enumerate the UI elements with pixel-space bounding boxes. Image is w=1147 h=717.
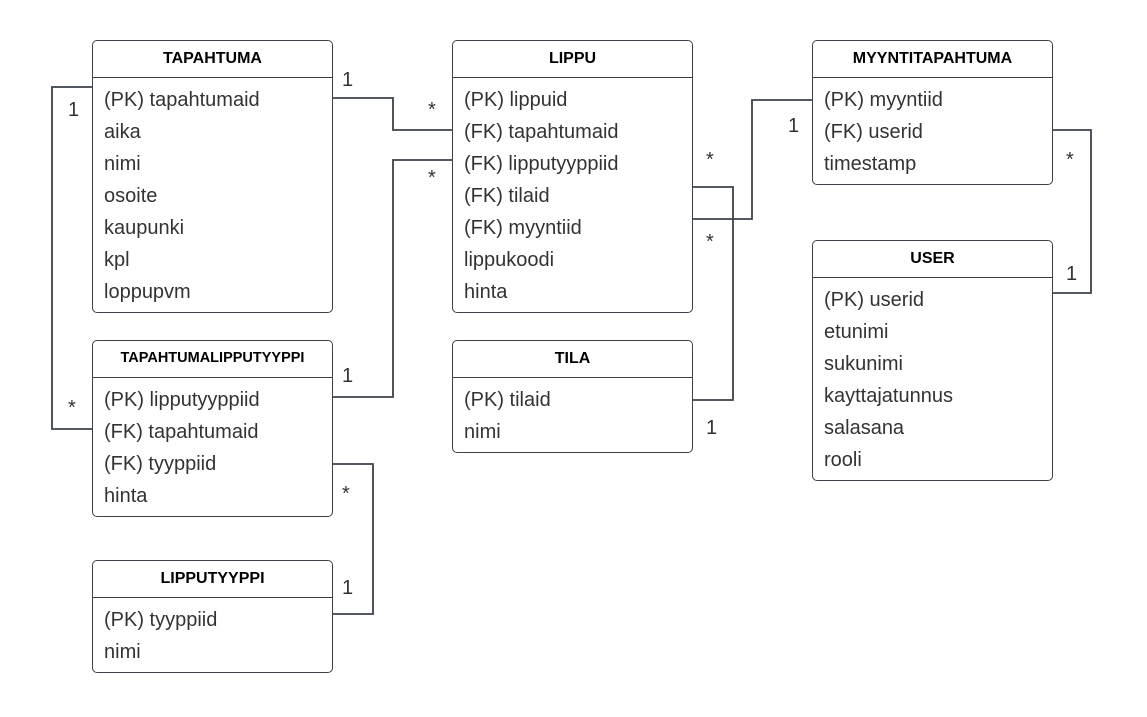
connector-user-myyntitapahtuma xyxy=(1053,129,1092,294)
attribute: aika xyxy=(104,121,141,143)
entity-title: LIPPU xyxy=(453,41,692,78)
attribute: salasana xyxy=(824,417,905,439)
multiplicity-label: 1 xyxy=(706,417,718,439)
attribute: etunimi xyxy=(824,321,889,343)
entity-title: USER xyxy=(813,241,1052,278)
entity-lipputyyppi: LIPPUTYYPPI (PK) tyyppiid nimi xyxy=(92,560,333,673)
multiplicity-label: 1 xyxy=(342,577,354,599)
attribute: kaupunki xyxy=(104,217,185,239)
attribute-list: (PK) tapahtumaid aika nimi osoite kaupun… xyxy=(93,78,332,308)
attribute: nimi xyxy=(104,153,141,175)
attribute: loppupvm xyxy=(104,281,191,303)
multiplicity-label: * xyxy=(342,483,350,505)
attribute: (PK) tyyppiid xyxy=(104,609,218,631)
attribute: (PK) lippuid xyxy=(464,89,568,111)
connector-myyntitapahtuma-lippu xyxy=(693,99,812,220)
attribute: (FK) userid xyxy=(824,121,923,143)
attribute: (PK) lipputyyppiid xyxy=(104,389,260,411)
attribute-list: (PK) myyntiid (FK) userid timestamp xyxy=(813,78,1052,180)
entity-title: TAPAHTUMA xyxy=(93,41,332,78)
attribute: sukunimi xyxy=(824,353,903,375)
attribute: (FK) tapahtumaid xyxy=(464,121,619,143)
attribute: (PK) userid xyxy=(824,289,925,311)
multiplicity-label: * xyxy=(706,149,714,171)
entity-tila: TILA (PK) tilaid nimi xyxy=(452,340,693,453)
entity-title: TILA xyxy=(453,341,692,378)
attribute: (PK) tilaid xyxy=(464,389,551,411)
attribute: osoite xyxy=(104,185,158,207)
attribute-list: (PK) tyyppiid nimi xyxy=(93,598,332,668)
attribute: (FK) lipputyyppiid xyxy=(464,153,619,175)
attribute: nimi xyxy=(464,421,501,443)
entity-myyntitapahtuma: MYYNTITAPAHTUMA (PK) myyntiid (FK) useri… xyxy=(812,40,1053,185)
attribute-list: (PK) lipputyyppiid (FK) tapahtumaid (FK)… xyxy=(93,378,332,512)
attribute-list: (PK) userid etunimi sukunimi kayttajatun… xyxy=(813,278,1052,476)
attribute: (FK) tyyppiid xyxy=(104,453,217,475)
attribute: hinta xyxy=(464,281,508,303)
attribute: hinta xyxy=(104,485,148,507)
connector-tapahtumalipputyyppi-lippu xyxy=(333,159,452,398)
attribute: lippukoodi xyxy=(464,249,555,271)
entity-lippu: LIPPU (PK) lippuid (FK) tapahtumaid (FK)… xyxy=(452,40,693,313)
attribute: rooli xyxy=(824,449,862,471)
multiplicity-label: * xyxy=(428,99,436,121)
entity-title: TAPAHTUMALIPPUTYYPPI xyxy=(93,341,332,378)
connector-tila-lippu xyxy=(693,186,734,401)
connector-lipputyyppi-tapahtumalipputyyppi xyxy=(333,463,374,615)
multiplicity-label: * xyxy=(1066,149,1074,171)
multiplicity-label: * xyxy=(706,231,714,253)
attribute: nimi xyxy=(104,641,141,663)
connector-tapahtuma-lippu xyxy=(333,97,452,131)
multiplicity-label: 1 xyxy=(788,115,800,137)
entity-title: MYYNTITAPAHTUMA xyxy=(813,41,1052,78)
attribute: (FK) tilaid xyxy=(464,185,550,207)
multiplicity-label: 1 xyxy=(68,99,80,121)
attribute: (FK) myyntiid xyxy=(464,217,582,239)
entity-user: USER (PK) userid etunimi sukunimi kaytta… xyxy=(812,240,1053,481)
multiplicity-label: 1 xyxy=(342,69,354,91)
attribute: kayttajatunnus xyxy=(824,385,953,407)
attribute: timestamp xyxy=(824,153,917,175)
multiplicity-label: * xyxy=(68,397,76,419)
attribute: kpl xyxy=(104,249,130,271)
connector-tapahtuma-tapahtumalipputyyppi xyxy=(51,86,92,430)
multiplicity-label: * xyxy=(428,167,436,189)
attribute-list: (PK) tilaid nimi xyxy=(453,378,692,448)
entity-title: LIPPUTYYPPI xyxy=(93,561,332,598)
multiplicity-label: 1 xyxy=(1066,263,1078,285)
multiplicity-label: 1 xyxy=(342,365,354,387)
entity-tapahtuma: TAPAHTUMA (PK) tapahtumaid aika nimi oso… xyxy=(92,40,333,313)
entity-tapahtumalipputyyppi: TAPAHTUMALIPPUTYYPPI (PK) lipputyyppiid … xyxy=(92,340,333,517)
attribute-list: (PK) lippuid (FK) tapahtumaid (FK) lippu… xyxy=(453,78,692,308)
attribute: (PK) myyntiid xyxy=(824,89,943,111)
attribute: (FK) tapahtumaid xyxy=(104,421,259,443)
attribute: (PK) tapahtumaid xyxy=(104,89,260,111)
